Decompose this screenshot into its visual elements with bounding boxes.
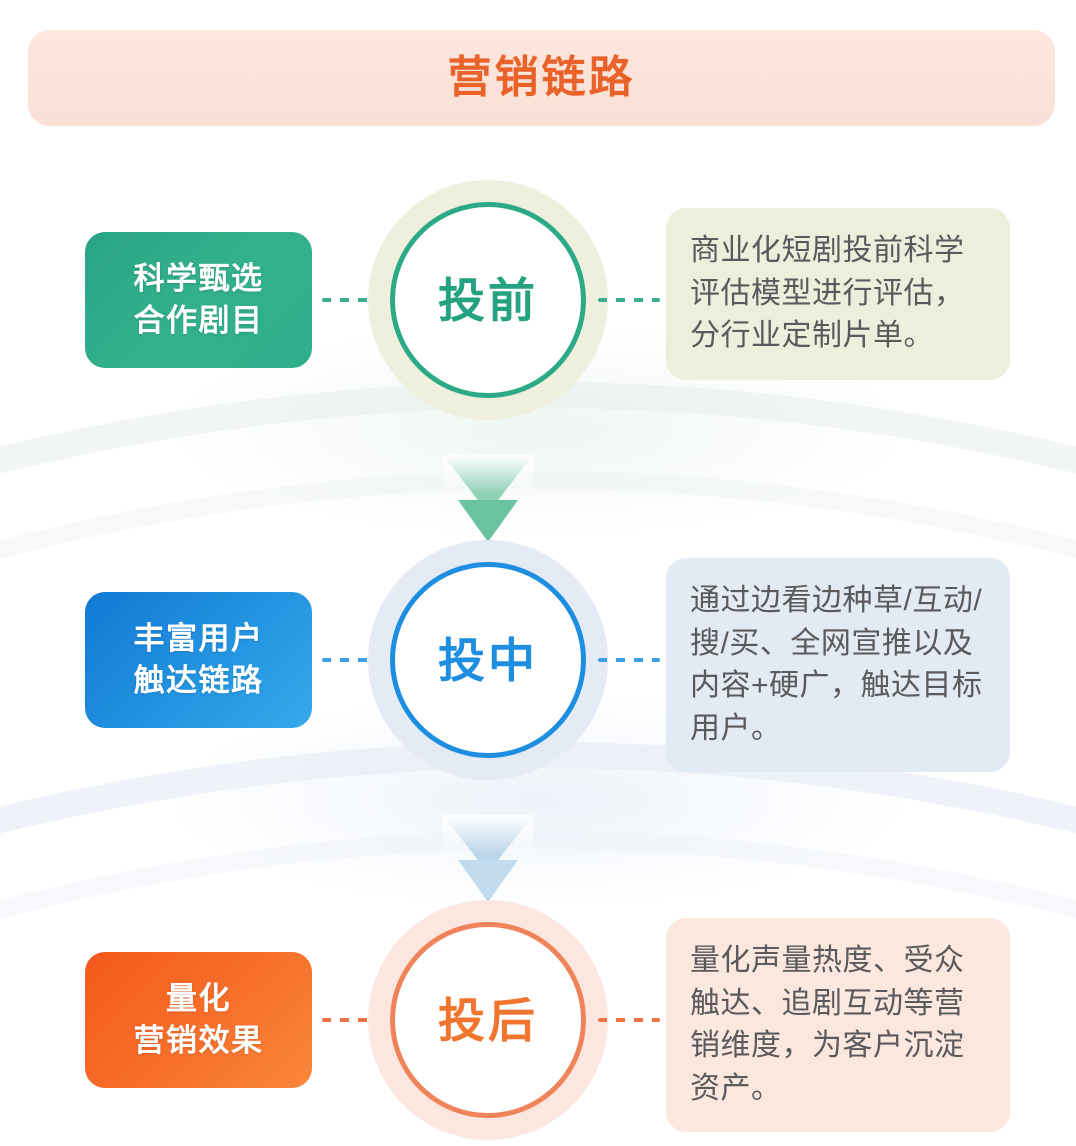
stage-circle-post[interactable]: 投后 — [368, 900, 608, 1140]
stage-label-pill-post[interactable]: 量化 营销效果 — [85, 952, 312, 1088]
connector-dash-right-post — [598, 1018, 660, 1022]
connector-dash-right-mid — [598, 658, 660, 662]
connector-dash-left-post — [322, 1018, 384, 1022]
stage-circle-pre[interactable]: 投前 — [368, 180, 608, 420]
stage-label-line-2: 触达链路 — [133, 663, 264, 698]
stage-circle-inner-post: 投后 — [390, 922, 586, 1118]
page-title: 营销链路 — [447, 53, 636, 102]
stage-label-line-2: 营销效果 — [133, 1023, 264, 1058]
flow-arrow-pre-to-mid — [443, 455, 533, 551]
header-banner: 营销链路 — [28, 30, 1055, 126]
stage-circle-inner-mid: 投中 — [390, 562, 586, 758]
stage-label-line-1: 科学甄选 — [133, 261, 264, 297]
stage-row-pre: 科学甄选 合作剧目 投前 商业化短剧投前科学评估模型进行评估，分行业定制片单。 — [0, 180, 1076, 420]
chevron-down-icon — [458, 500, 518, 542]
stage-label-line-1: 量化 — [166, 981, 231, 1017]
stage-circle-mid[interactable]: 投中 — [368, 540, 608, 780]
stage-circle-label-mid: 投中 — [438, 633, 538, 687]
stage-circle-inner-pre: 投前 — [390, 202, 586, 398]
stage-label-pill-pre[interactable]: 科学甄选 合作剧目 — [85, 232, 312, 368]
connector-dash-left-mid — [322, 658, 384, 662]
stage-label-pill-mid[interactable]: 丰富用户 触达链路 — [85, 592, 312, 728]
stage-description-pre: 商业化短剧投前科学评估模型进行评估，分行业定制片单。 — [666, 208, 1010, 380]
stage-description-mid: 通过边看边种草/互动/搜/买、全网宣推以及内容+硬广，触达目标用户。 — [666, 558, 1010, 773]
stage-description-post: 量化声量热度、受众触达、追剧互动等营销维度，为客户沉淀资产。 — [666, 918, 1010, 1133]
stage-row-post: 量化 营销效果 投后 量化声量热度、受众触达、追剧互动等营销维度，为客户沉淀资产… — [0, 900, 1076, 1140]
stage-circle-label-pre: 投前 — [438, 273, 538, 327]
stage-circle-label-post: 投后 — [438, 993, 538, 1047]
stage-label-line-1: 丰富用户 — [133, 621, 264, 657]
stage-row-mid: 丰富用户 触达链路 投中 通过边看边种草/互动/搜/买、全网宣推以及内容+硬广，… — [0, 540, 1076, 780]
stage-label-line-2: 合作剧目 — [133, 303, 264, 338]
flow-arrow-mid-to-post — [443, 815, 533, 911]
connector-dash-right-pre — [598, 298, 660, 302]
chevron-down-icon — [458, 860, 518, 902]
connector-dash-left-pre — [322, 298, 384, 302]
